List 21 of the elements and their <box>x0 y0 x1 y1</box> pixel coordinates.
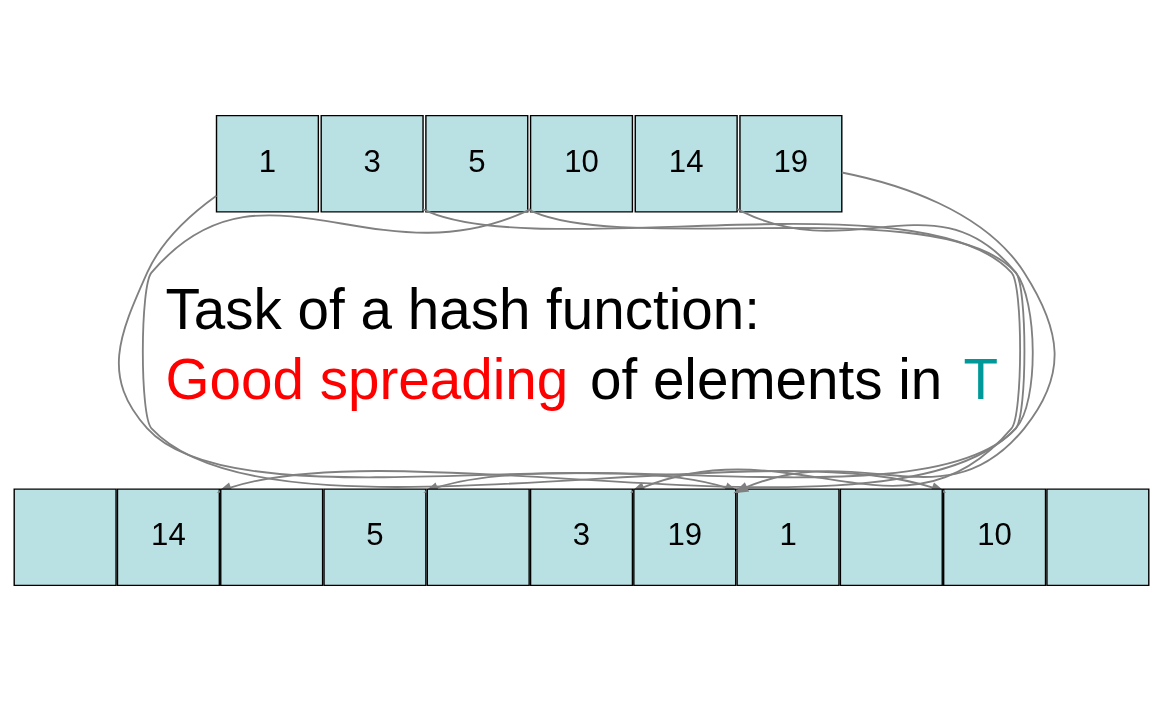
node-box: 5 <box>425 114 529 213</box>
node-box <box>839 488 943 587</box>
node-box: 10 <box>529 114 634 213</box>
node-box: 10 <box>942 488 1047 587</box>
node-box: 19 <box>739 114 843 213</box>
node-box <box>426 488 530 587</box>
node-box <box>220 488 324 587</box>
node-box: 19 <box>633 488 737 587</box>
node-box: 3 <box>320 114 424 213</box>
label: Good spreading <box>165 347 569 411</box>
node-box: 1 <box>215 114 320 213</box>
label: of elements in <box>589 347 943 411</box>
node-box: 14 <box>634 114 738 213</box>
node-box <box>13 488 117 587</box>
node-box: 14 <box>116 488 221 587</box>
node-box: 1 <box>736 488 840 587</box>
label: T <box>963 347 999 411</box>
node-box: 5 <box>323 488 427 587</box>
node-box: 3 <box>529 488 634 587</box>
label: Task of a hash function: <box>165 278 761 342</box>
node-box <box>1046 488 1150 587</box>
